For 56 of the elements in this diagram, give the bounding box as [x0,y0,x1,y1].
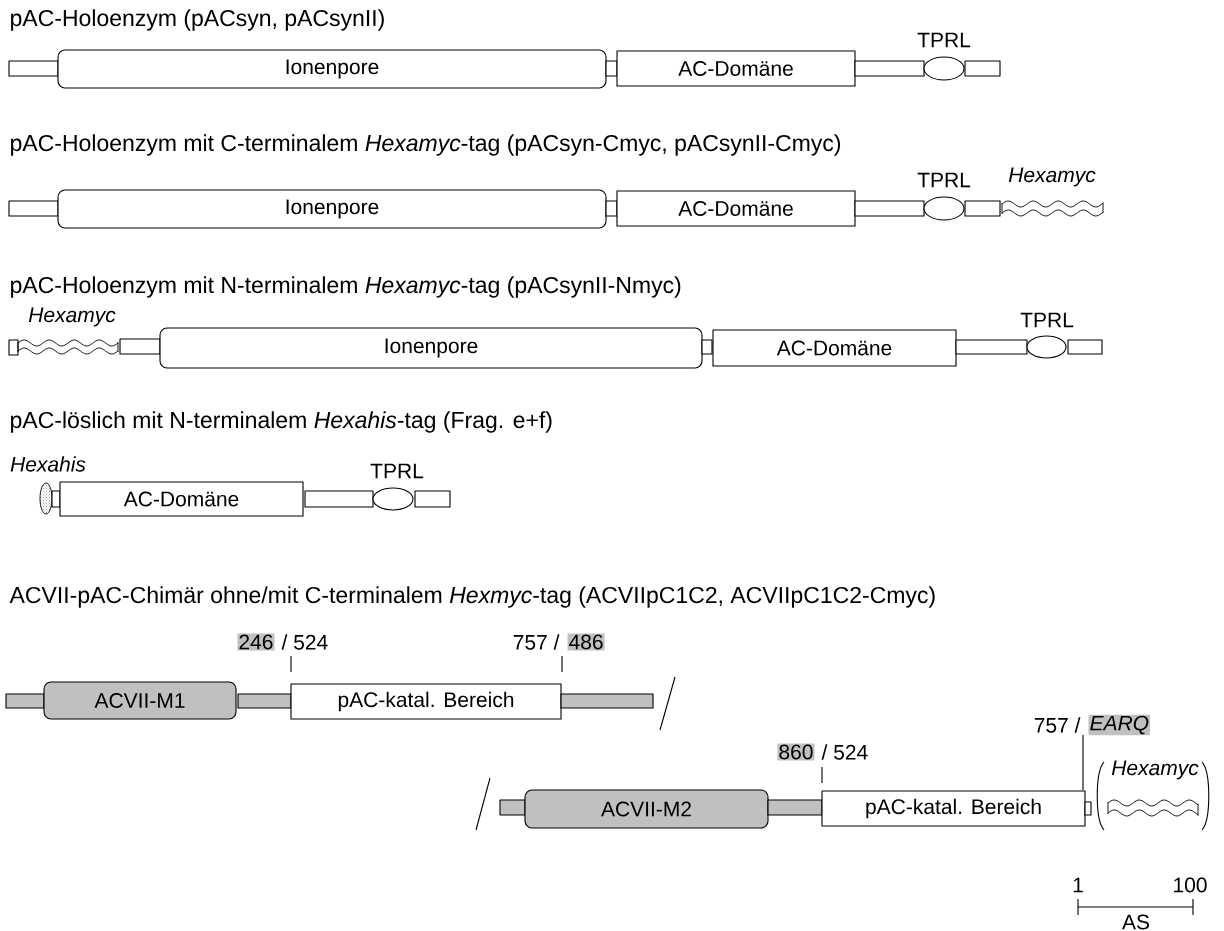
section-heading: ACVII-pAC-Chimär ohne/mit C-terminalem Hexmyc-tag (ACVIIpC1C2, ACVIIpC1C2-Cmyc) [9,586,935,608]
linker-bar [560,693,654,709]
position-label: / 524 [821,744,868,760]
linker-bar [304,490,374,508]
position-label: 486 [567,633,605,651]
domain-box: Ionenpore [57,49,607,89]
position-label: 860 [777,743,815,761]
domain-label: TPRL [370,463,424,479]
domain-box: pAC-katal. Bereich [290,683,562,720]
scale-label: AS [1122,914,1150,930]
linker-bar [51,490,61,508]
domain-label: Hexamyc [28,307,116,327]
linker-bar [964,200,1001,217]
domain-box: pAC-katal. Bereich [821,790,1086,827]
linker-bar [1067,339,1103,355]
linker-bar [964,60,1001,77]
domain-box: ACVII-M2 [524,789,769,829]
domain-label: TPRL [917,32,971,48]
linker-bar [605,60,618,77]
linker-bar [8,200,59,217]
linker-bar [8,60,59,77]
linker-bar [237,693,292,709]
linker-bar [1084,801,1092,816]
domain-box: AC-Domäne [616,190,856,227]
position-label: 757 / [1034,717,1081,733]
domain-box: Ionenpore [159,327,703,369]
section-heading: pAC-Holoenzym mit C-terminalem Hexamyc-tag (pACsyn-Cmyc, pACsynII-Cmyc) [11,134,841,156]
scale-label: 1 [1073,877,1083,893]
domain-label: TPRL [1020,312,1074,328]
linker-bar [767,799,823,816]
domain-box: ACVII-M1 [43,681,237,720]
position-label: 246 [237,633,275,651]
domain-box: AC-Domäne [712,329,957,367]
domain-box: Ionenpore [57,189,607,229]
linker-bar [701,339,713,355]
linker-bar [854,200,925,217]
linker-bar [955,339,1028,355]
domain-label: Hexahis [10,456,86,472]
domain-label: TPRL [917,172,971,188]
domain-label: Hexamyc [1111,760,1199,780]
domain-label: Hexamyc [1008,167,1096,187]
linker-bar [5,693,45,709]
section-heading: pAC-Holoenzym (pACsyn, pACsynII) [11,9,384,31]
position-label: / 524 [281,634,328,650]
section-heading: pAC-löslich mit N-terminalem Hexahis-tag (Frag. e+f) [11,411,552,433]
linker-bar [499,799,526,816]
domain-box: AC-Domäne [616,50,856,87]
position-label: 757 / [513,634,560,650]
linker-bar [414,490,451,508]
linker-bar [605,200,618,217]
linker-bar [119,338,161,355]
section-heading: pAC-Holoenzym mit N-terminalem Hexamyc-tag (pACsynII-Nmyc) [11,276,681,298]
linker-bar [8,339,19,356]
scale-label: 100 [1174,877,1207,893]
position-label: EARQ [1088,714,1151,736]
linker-bar [854,60,925,77]
